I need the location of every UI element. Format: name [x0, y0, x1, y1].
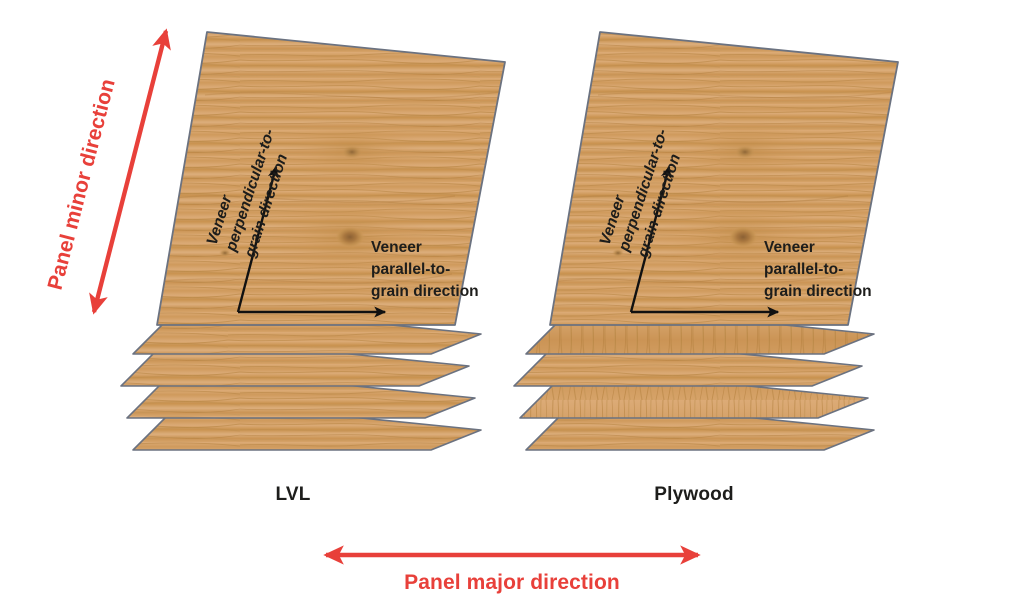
plywood-parallel-label: Veneer parallel-to- grain direction: [764, 239, 872, 300]
lvl-par-label-line1: Veneer: [371, 239, 422, 256]
lvl-top-figure: [157, 91, 501, 284]
panel-major-direction-label: Panel major direction: [404, 571, 620, 594]
panel-stack-plywood: Veneer perpendicular-to- grain direction…: [513, 31, 899, 505]
plywood-perpendicular-axis-arrow: [629, 165, 672, 313]
plywood-par-label-line1: Veneer: [764, 239, 815, 256]
lvl-parallel-label: Veneer parallel-to- grain direction: [371, 239, 479, 300]
panel-minor-direction-arrow: [89, 28, 171, 315]
plywood-axis-annotation: [629, 165, 780, 318]
lvl-par-label-line3: grain direction: [371, 283, 479, 300]
plywood-par-label-line3: grain direction: [764, 283, 872, 300]
panel-name-lvl: LVL: [275, 484, 310, 505]
plywood-layer-1: [549, 31, 899, 326]
panel-name-plywood: Plywood: [654, 484, 734, 505]
panel-major-direction-arrow-group: Panel major direction: [323, 545, 701, 594]
lvl-perpendicular-axis-arrow: [236, 165, 279, 313]
lvl-layer-1: [156, 31, 506, 326]
lvl-par-label-line2: parallel-to-: [371, 261, 450, 278]
panel-stack-lvl: Veneer perpendicular-to- grain direction…: [120, 31, 506, 505]
plywood-top-figure: [550, 91, 894, 284]
lvl-axis-annotation: [236, 165, 387, 318]
plywood-par-label-line2: parallel-to-: [764, 261, 843, 278]
